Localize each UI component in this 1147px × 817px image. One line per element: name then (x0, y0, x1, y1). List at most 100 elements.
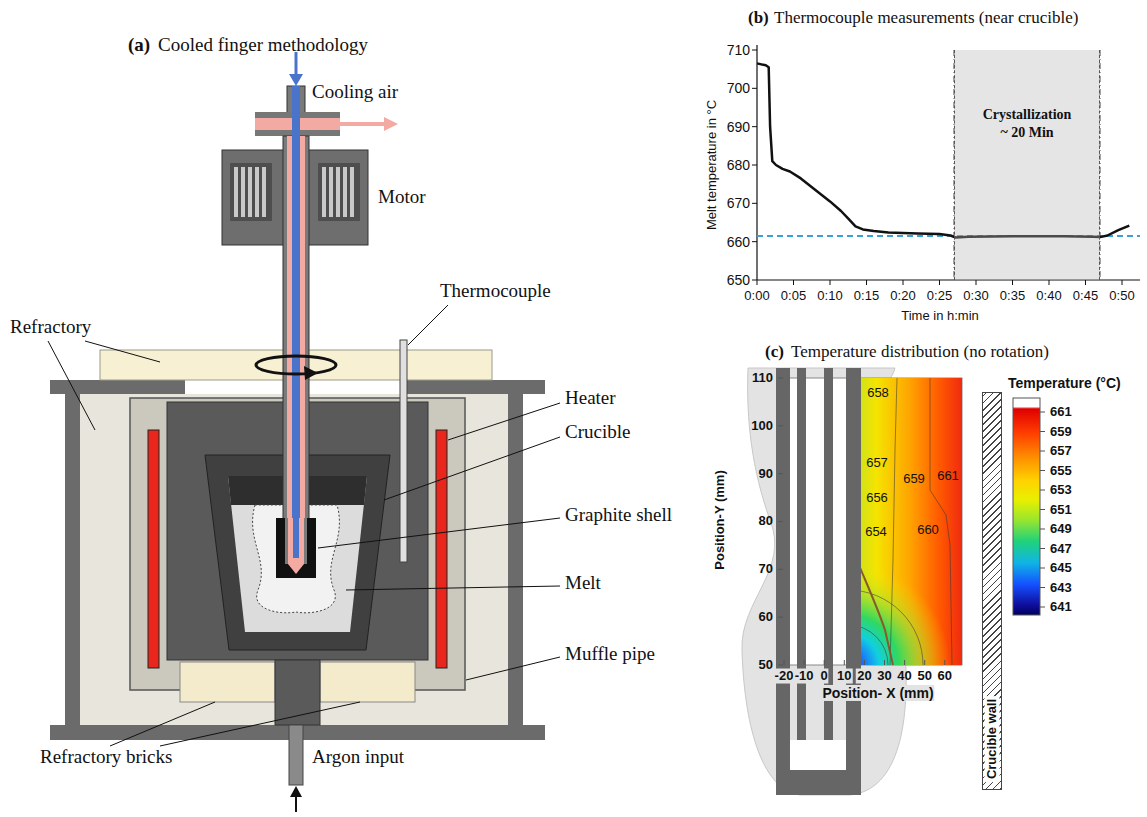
finger-section (776, 368, 790, 795)
leader-line (408, 305, 448, 345)
crucible-chamber (253, 505, 340, 613)
axis-title: Position- X (mm) (821, 685, 934, 701)
leader-line (384, 437, 560, 500)
tick-label: 80 (759, 514, 773, 529)
tick-label: 680 (727, 157, 750, 173)
finger-section (846, 368, 861, 795)
part-label: Thermocouple (440, 280, 551, 302)
tick-mark (1040, 548, 1045, 549)
cooled-finger (384, 117, 398, 131)
leader-line (160, 702, 360, 746)
cooled-finger (350, 167, 354, 217)
tick-label: 20 (856, 669, 872, 684)
tick-mark (752, 126, 757, 127)
cooled-finger (256, 356, 336, 374)
reference-line (757, 50, 1140, 280)
tick-mark (1040, 431, 1045, 432)
panel-letter: (a) (128, 34, 150, 56)
panel-letter: (b) (748, 8, 769, 28)
tick-label: 700 (727, 80, 750, 96)
cooled-finger (241, 167, 245, 217)
tick-mark (1040, 470, 1045, 471)
tick-mark (1122, 280, 1123, 285)
tick-mark (903, 280, 904, 285)
refractory-bricks (290, 786, 302, 797)
tick-mark (1040, 607, 1045, 608)
cooled-finger (289, 74, 303, 86)
cooled-finger (318, 163, 360, 221)
tick-label: 50 (759, 658, 773, 673)
colorbar-tick: 653 (1050, 483, 1072, 498)
colorbar-title: Temperature (°C) (1008, 375, 1121, 391)
color-bar (1013, 398, 1040, 615)
tick-label: 0 (820, 669, 829, 684)
chart-axes (756, 45, 757, 280)
refractory-bricks (180, 660, 415, 812)
cooled-finger (230, 163, 272, 221)
tick-label: 60 (938, 669, 952, 684)
contour-value: 659 (903, 472, 925, 487)
cooled-finger (285, 518, 307, 564)
colorbar-tick: 647 (1050, 541, 1072, 556)
tick-mark (752, 88, 757, 89)
leader-line (318, 518, 560, 548)
part-label: Graphite shell (565, 504, 672, 526)
contour-value: 657 (866, 456, 888, 471)
tick-mark (1049, 280, 1050, 285)
cooled-finger (322, 167, 326, 217)
tick-mark (904, 660, 905, 665)
tick-label: 0:35 (1000, 289, 1025, 304)
crucible-wall: Crucible wall (982, 392, 1002, 790)
colorbar-tick: 645 (1050, 561, 1072, 576)
tick-mark (884, 660, 885, 665)
cooled-finger (295, 52, 298, 76)
contour-value: 660 (917, 523, 939, 538)
leader-line (48, 341, 95, 430)
tick-mark (939, 280, 940, 285)
tick-mark (864, 660, 865, 665)
band-label: Crystallization ~ 20 Min (979, 106, 1075, 141)
tick-label: 660 (727, 234, 750, 250)
heater-element (148, 430, 159, 668)
tick-mark (793, 280, 794, 285)
tick-mark (944, 660, 945, 665)
leader-line (48, 305, 560, 746)
tick-label: 50 (917, 669, 931, 684)
cooled-finger (255, 167, 259, 217)
leader-line (448, 403, 560, 440)
tick-label: -10 (794, 669, 815, 684)
tick-mark (866, 280, 867, 285)
furnace-housing (508, 394, 523, 725)
tick-mark (804, 660, 805, 665)
tick-label: 110 (752, 371, 773, 386)
axis-title: Position-Y (mm) (713, 470, 728, 569)
colorbar-tick: 641 (1050, 600, 1072, 615)
tick-mark (1040, 451, 1045, 452)
tick-mark (778, 473, 783, 474)
tick-mark (824, 660, 825, 665)
contour-line (930, 378, 952, 665)
refractory-bricks (320, 662, 415, 702)
tick-mark (778, 378, 783, 379)
cooled-finger (336, 167, 340, 217)
cooled-finger (288, 564, 304, 574)
cooled-finger (288, 518, 304, 564)
cooled-finger (248, 167, 252, 217)
tick-label: 0:20 (890, 289, 915, 304)
finger-section (797, 368, 806, 740)
tick-mark (976, 280, 977, 285)
tick-mark (844, 660, 845, 665)
tick-label: 0:10 (817, 289, 842, 304)
cooled-finger (343, 167, 347, 217)
part-label: Crucible (565, 421, 630, 443)
tick-label: 30 (877, 669, 891, 684)
tick-label: 690 (727, 119, 750, 135)
tick-mark (752, 203, 757, 204)
tick-mark (1040, 490, 1045, 491)
tick-label: 0:45 (1073, 289, 1098, 304)
tick-label: 90 (759, 466, 773, 481)
cooled-finger (329, 167, 333, 217)
contour-value: 654 (865, 525, 887, 540)
thermocouple-rod (400, 340, 407, 562)
